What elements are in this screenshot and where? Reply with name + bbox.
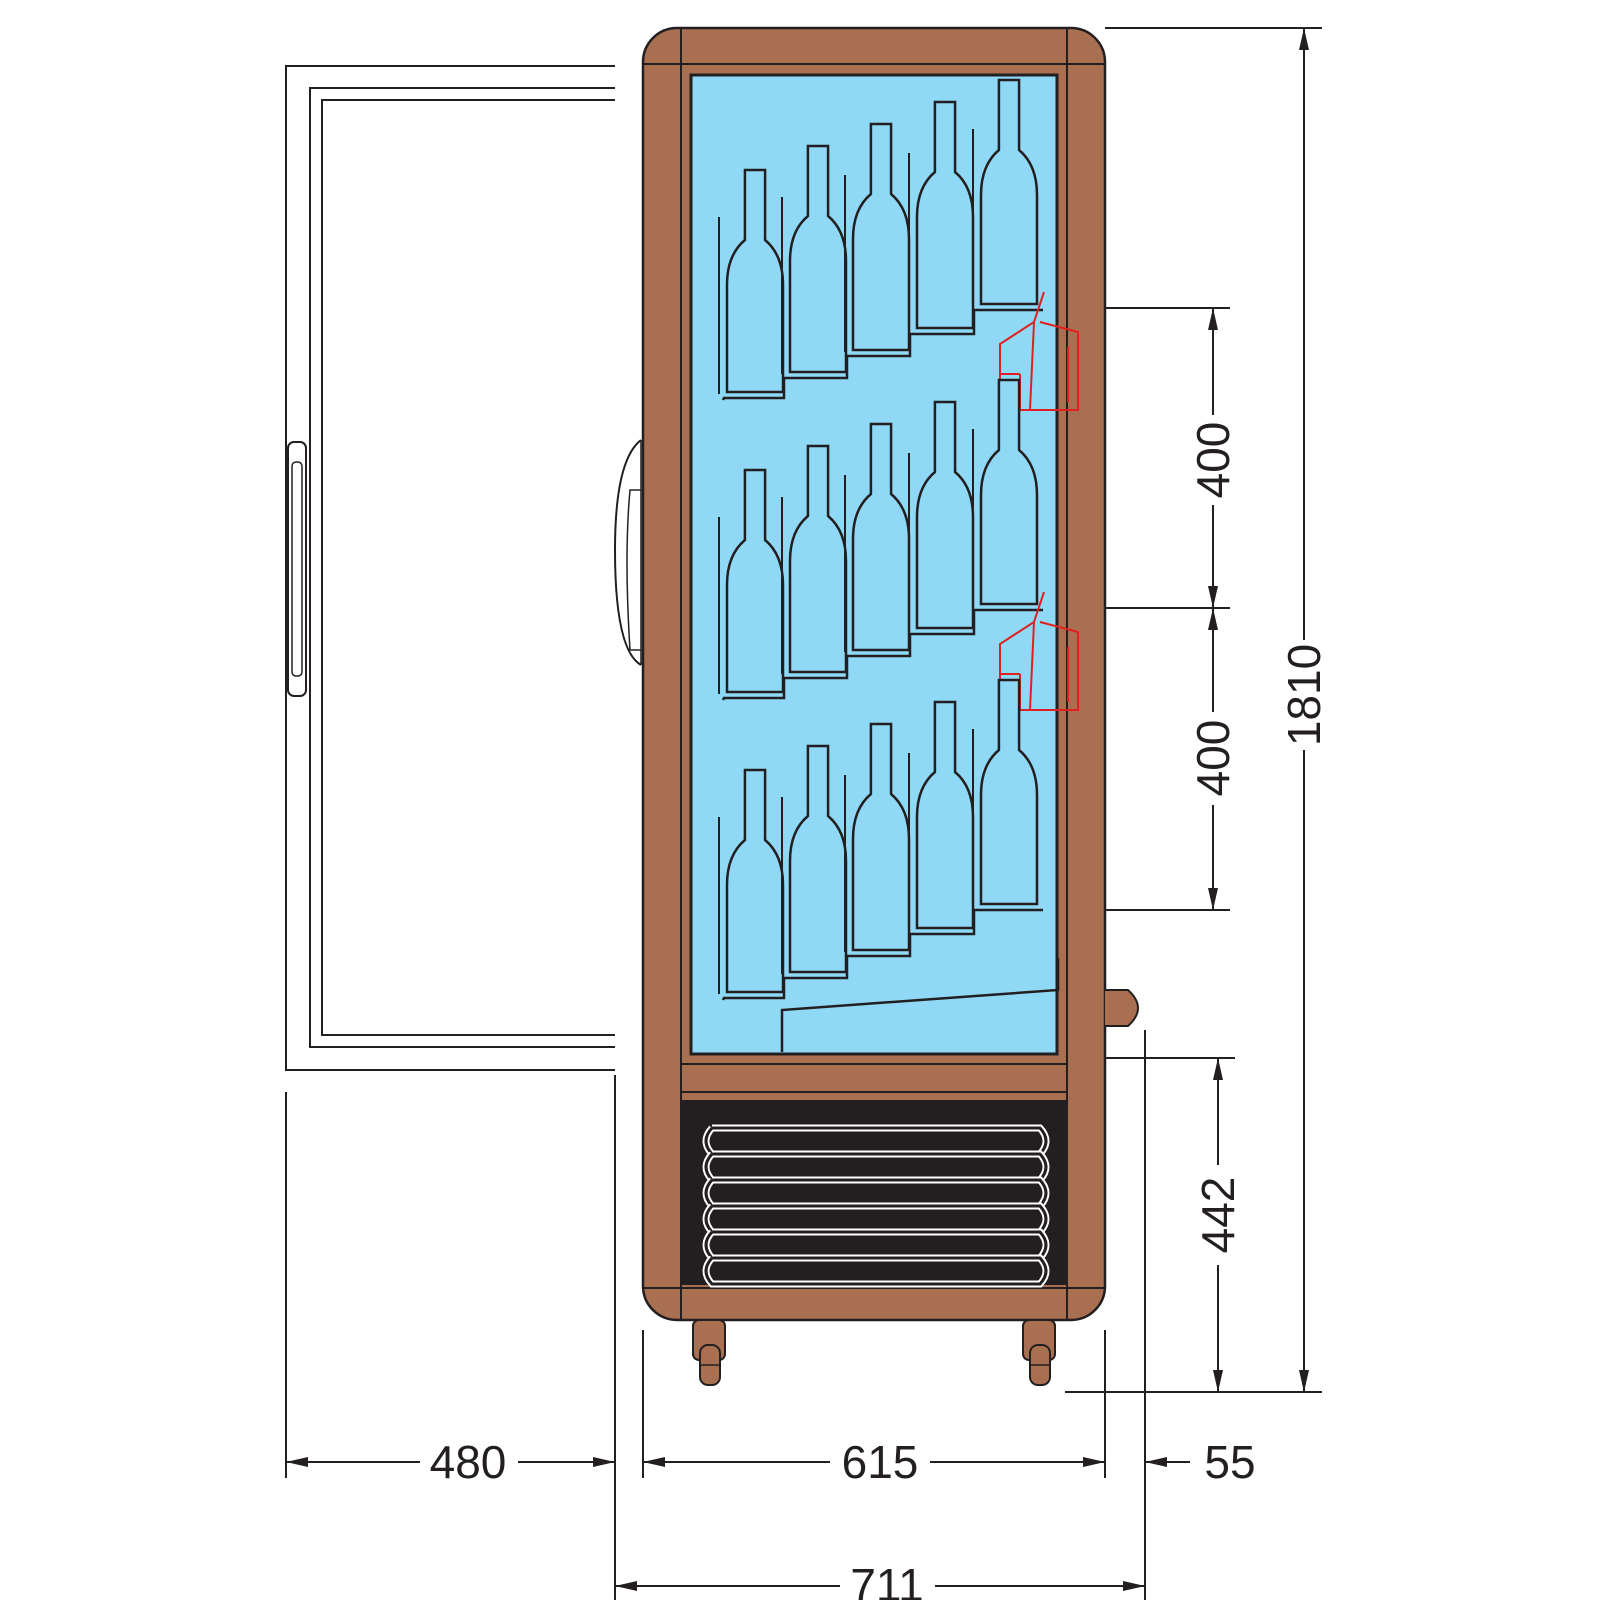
wine-bottle-icon: [915, 400, 975, 630]
caster-wheel-icon: [1022, 1319, 1056, 1386]
wine-bottle-icon: [979, 78, 1039, 306]
dim-overall-width: 711: [850, 1559, 923, 1600]
door-handle-icon: [613, 439, 642, 666]
open-door: [285, 65, 615, 1071]
wine-bottle-icon: [725, 168, 785, 394]
wine-bottle-icon: [788, 444, 848, 674]
dim-shelf-spacing-lower: 400: [1187, 720, 1239, 797]
wine-bottle-icon: [915, 100, 975, 330]
door-handle-icon: [287, 441, 307, 697]
wine-bottle-icon: [979, 378, 1039, 606]
bottom-rack: [780, 958, 1060, 1052]
dimension-lines: [285, 27, 1322, 1600]
dim-handle-depth: 55: [1204, 1436, 1255, 1488]
wine-bottle-icon: [851, 722, 911, 952]
wine-bottle-icon: [725, 468, 785, 694]
bottle-display: [718, 78, 1079, 1001]
wine-bottle-icon: [851, 422, 911, 652]
dim-cabinet-width: 615: [842, 1436, 919, 1488]
wine-bottle-icon: [725, 768, 785, 994]
dim-overall-height: 1810: [1278, 644, 1330, 746]
wine-bottle-icon: [788, 144, 848, 374]
wine-bottle-icon: [788, 744, 848, 974]
dim-shelf-spacing-upper: 400: [1187, 422, 1239, 499]
condenser-grille: [681, 1100, 1067, 1288]
dim-door-swing: 480: [430, 1436, 507, 1488]
wine-bottle-icon: [979, 678, 1039, 906]
wine-bottle-icon: [851, 122, 911, 352]
dim-base-height: 442: [1192, 1177, 1244, 1254]
caster-wheel-icon: [692, 1319, 726, 1386]
wine-bottle-icon: [915, 700, 975, 930]
